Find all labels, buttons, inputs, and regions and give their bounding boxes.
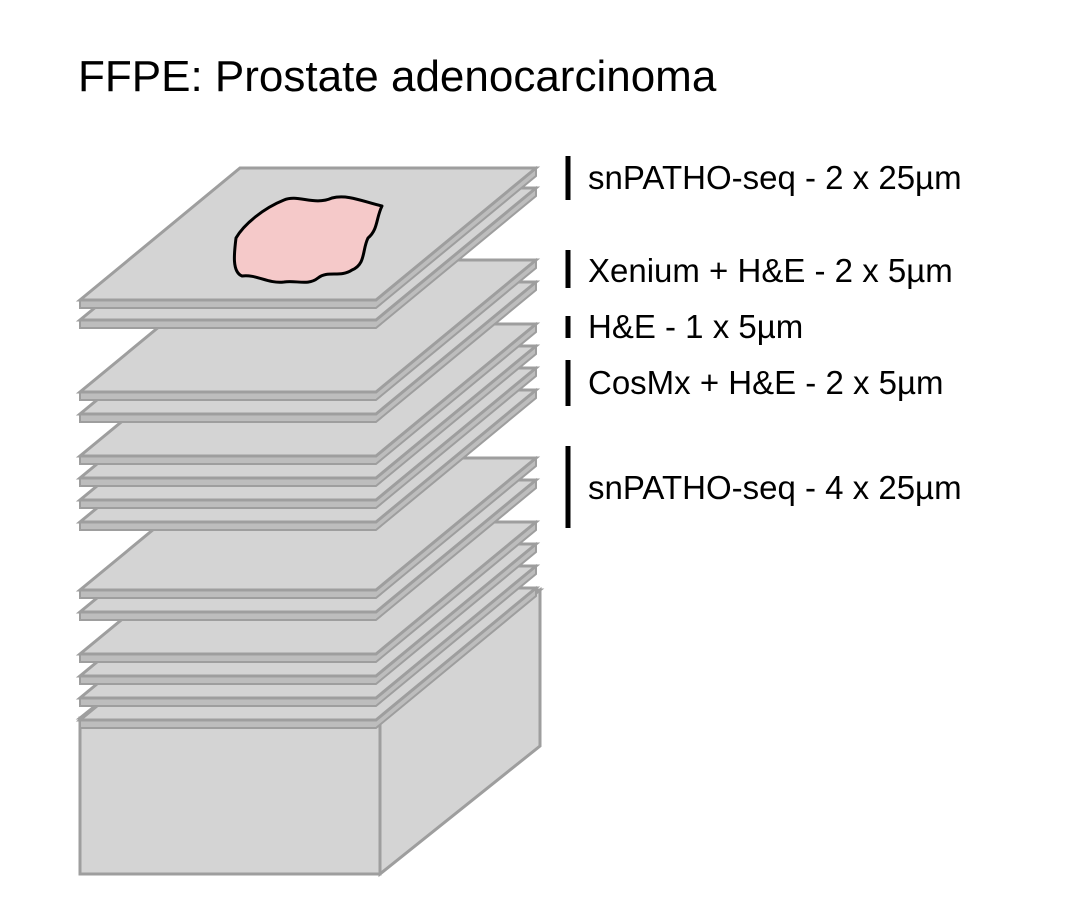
section-label-text: H&E - 1 x 5µm (588, 308, 803, 345)
section-label-text: snPATHO-seq - 4 x 25µm (588, 469, 962, 506)
block-front-face (78, 716, 382, 876)
tissue-section-slide (75, 165, 541, 309)
section-stack (75, 165, 541, 729)
section-label: CosMx + H&E - 2 x 5µm (565, 360, 944, 406)
section-label-text: CosMx + H&E - 2 x 5µm (588, 364, 944, 401)
section-tissue (232, 195, 384, 284)
diagram-title: FFPE: Prostate adenocarcinoma (78, 52, 717, 101)
section-label: Xenium + H&E - 2 x 5µm (565, 250, 953, 289)
section-label-text: snPATHO-seq - 2 x 25µm (588, 159, 962, 196)
section-label: H&E - 1 x 5µm (565, 308, 803, 345)
section-label: snPATHO-seq - 2 x 25µm (565, 156, 962, 200)
section-label-text: Xenium + H&E - 2 x 5µm (588, 252, 953, 289)
section-label: snPATHO-seq - 4 x 25µm (565, 446, 962, 528)
